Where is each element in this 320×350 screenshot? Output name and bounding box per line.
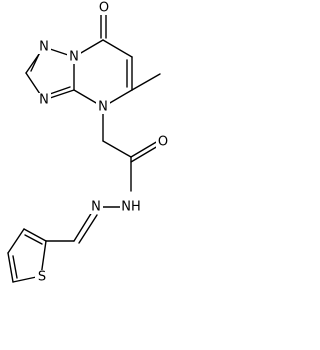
atom-nitrogen-n4: N <box>98 100 108 115</box>
molecule-drawing: O N N N N O NH N S <box>7 1 170 285</box>
atom-nitrogen-n3: N <box>39 93 49 108</box>
bond-n2-c2-2 <box>30 51 41 72</box>
bond-th-c5-c4-1 <box>7 252 14 283</box>
bond-layer <box>7 12 161 283</box>
atom-hydrazone-n: N <box>91 200 101 215</box>
bond-th-c4-c3 <box>7 228 25 254</box>
bond-th-c3-c2-1 <box>23 228 47 242</box>
bond-n-ch-1 <box>73 211 93 242</box>
atom-label-layer: O N N N N O NH N S <box>35 1 170 285</box>
atom-sulfur: S <box>38 270 46 285</box>
structure-canvas: O N N N N O NH N S <box>7 1 170 285</box>
bond-co-o-1 <box>130 140 159 158</box>
bond-c5-methyl <box>131 73 161 91</box>
bond-th-c5-c4-2 <box>12 255 18 279</box>
atom-oxygen-carbonyl: O <box>99 1 109 16</box>
atom-oxygen-amide: O <box>158 135 168 150</box>
bond-co-o-2 <box>130 145 159 163</box>
atom-nitrogen-n1: N <box>69 50 79 65</box>
bond-c7-c6 <box>102 39 133 58</box>
atom-hydrazide-nh: NH <box>121 200 141 215</box>
bond-n-ch-2 <box>78 214 98 244</box>
bond-ch2-co <box>102 140 132 158</box>
bond-th-c3-c2-2 <box>24 234 43 245</box>
atom-nitrogen-n2: N <box>39 40 49 55</box>
